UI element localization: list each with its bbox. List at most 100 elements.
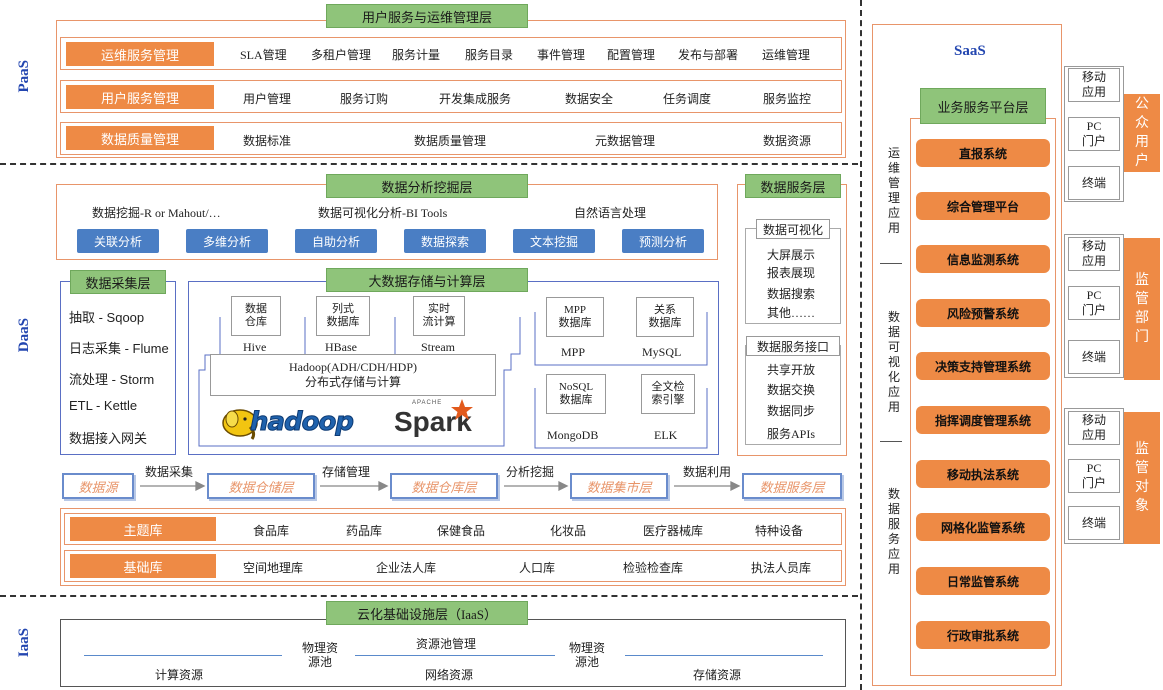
analysis-tool: 自然语言处理 (574, 206, 647, 220)
lib-subject-item: 化妆品 (550, 524, 587, 538)
data-viz-title: 数据可视化 (756, 219, 830, 239)
collect-title: 数据采集层 (70, 270, 166, 294)
flow-edge-label: 数据利用 (683, 465, 732, 479)
storage-comp-columnar-tech: HBase (325, 340, 357, 354)
storage-comp-columnar: 列式 数据库 (316, 296, 370, 336)
iaas-resource-compute: 计算资源 (155, 668, 204, 682)
flow-edge-label: 数据采集 (145, 465, 194, 479)
saas-side-divider (880, 441, 902, 442)
saas-platform-title: 业务服务平台层 (920, 88, 1046, 124)
storage-comp-stream: 实时 流计算 (413, 296, 465, 336)
lib-subject-item: 特种设备 (755, 524, 804, 538)
lib-base-item: 检验检查库 (623, 561, 684, 575)
iaas-title: 云化基础设施层（IaaS） (326, 601, 528, 625)
collect-item: 抽取 - Sqoop (69, 310, 145, 325)
collect-item: 日志采集 - Flume (69, 341, 169, 356)
client-regulator-mobile: 移动 应用 (1068, 237, 1120, 271)
client-target-pc: PC 门户 (1068, 459, 1120, 493)
data-api-title: 数据服务接口 (746, 336, 840, 356)
analysis-button-multidim: 多维分析 (186, 229, 268, 253)
hadoop-distribution-line1: Hadoop(ADH/CDH/HDP) (289, 360, 417, 374)
client-public-pc: PC 门户 (1068, 117, 1120, 151)
db-fulltext: 全文检 索引擎 (641, 374, 695, 414)
hadoop-wordmark: hadoop (249, 407, 354, 438)
client-group-public-label: 公众用户 (1124, 94, 1160, 172)
flow-node-warehouse: 数据仓库层 (390, 473, 498, 499)
saas-system-mobile-enforcement: 移动执法系统 (916, 460, 1050, 488)
paas-ops-item: 事件管理 (537, 48, 586, 62)
collect-item: ETL - Kettle (69, 398, 138, 413)
paas-row-ops-label: 运维服务管理 (66, 42, 214, 66)
saas-system-command-dispatch: 指挥调度管理系统 (916, 406, 1050, 434)
paas-user-item: 服务监控 (763, 92, 812, 106)
analysis-tool: 数据可视化分析-BI Tools (318, 206, 448, 220)
db-mpp: MPP 数据库 (546, 297, 604, 337)
db-nosql-tech: MongoDB (547, 428, 599, 442)
lib-subject-item: 食品库 (253, 524, 290, 538)
paas-user-item: 用户管理 (243, 92, 292, 106)
collect-container (60, 281, 176, 455)
storage-comp-stream-tech: Stream (421, 340, 455, 354)
saas-system-info-monitor: 信息监测系统 (916, 245, 1050, 273)
paas-quality-item: 元数据管理 (595, 134, 656, 148)
iaas-line-mid (355, 655, 555, 656)
paas-quality-item: 数据资源 (763, 134, 812, 148)
paas-row-quality-label: 数据质量管理 (66, 126, 214, 150)
flow-edge-label: 存储管理 (322, 465, 371, 479)
iaas-container (60, 619, 846, 687)
paas-ops-item: 服务目录 (465, 48, 514, 62)
paas-ops-item: 服务计量 (392, 48, 441, 62)
db-fulltext-tech: ELK (654, 428, 678, 442)
lib-subject-item: 医疗器械库 (643, 524, 704, 538)
flow-edge-label: 分析挖掘 (506, 465, 555, 479)
hadoop-distribution-box: Hadoop(ADH/CDH/HDP) 分布式存储与计算 (210, 354, 496, 396)
spark-apache-label: APACHE (412, 400, 443, 406)
hadoop-logo: hadoop (220, 403, 360, 441)
data-api-item: 数据交换 (767, 383, 816, 397)
data-viz-item: 大屏展示 (767, 248, 816, 262)
storage-title: 大数据存储与计算层 (326, 268, 528, 292)
db-relational: 关系 数据库 (636, 297, 694, 337)
lib-base-item: 空间地理库 (243, 561, 304, 575)
paas-ops-item: 多租户管理 (311, 48, 372, 62)
client-public-mobile: 移动 应用 (1068, 68, 1120, 102)
paas-user-item: 任务调度 (663, 92, 712, 106)
saas-system-admin-approval: 行政审批系统 (916, 621, 1050, 649)
daas-iaas-separator (0, 595, 858, 597)
data-viz-box (745, 228, 841, 324)
lib-base-item: 执法人员库 (751, 561, 812, 575)
lib-base-item: 人口库 (519, 561, 556, 575)
analysis-button-selfservice: 自助分析 (295, 229, 377, 253)
iaas-pool-center: 资源池管理 (416, 637, 477, 651)
paas-daas-separator (0, 163, 858, 165)
collect-item: 流处理 - Storm (69, 372, 155, 387)
db-nosql: NoSQL 数据库 (546, 374, 606, 414)
client-group-target-label: 监管对象 (1124, 412, 1160, 544)
db-mpp-tech: MPP (561, 345, 586, 359)
client-regulator-terminal: 终端 (1068, 340, 1120, 374)
client-target-terminal: 终端 (1068, 506, 1120, 540)
paas-ops-item: 发布与部署 (678, 48, 739, 62)
paas-ops-item: 运维管理 (762, 48, 811, 62)
data-viz-item: 数据搜索 (767, 287, 816, 301)
saas-side-divider (880, 263, 902, 264)
paas-row-user-label: 用户服务管理 (66, 85, 214, 109)
paas-user-item: 开发集成服务 (439, 92, 512, 106)
client-public-terminal: 终端 (1068, 166, 1120, 200)
data-service-title: 数据服务层 (745, 174, 841, 198)
analysis-button-explore: 数据探索 (404, 229, 486, 253)
paas-ops-item: 配置管理 (607, 48, 656, 62)
iaas-resource-network: 网络资源 (425, 668, 474, 682)
data-viz-item: 报表展现 (767, 266, 816, 280)
analysis-tool: 数据挖掘-R or Mahout/… (92, 206, 221, 220)
paas-title: 用户服务与运维管理层 (326, 4, 528, 28)
iaas-line-left (84, 655, 282, 656)
lib-base-item: 企业法人库 (376, 561, 437, 575)
iaas-pool-label: 物理资 源池 (302, 641, 339, 669)
analysis-button-textmining: 文本挖掘 (513, 229, 595, 253)
saas-separator (860, 0, 862, 690)
paas-quality-item: 数据标准 (243, 134, 292, 148)
data-api-item: 服务APIs (767, 427, 816, 441)
